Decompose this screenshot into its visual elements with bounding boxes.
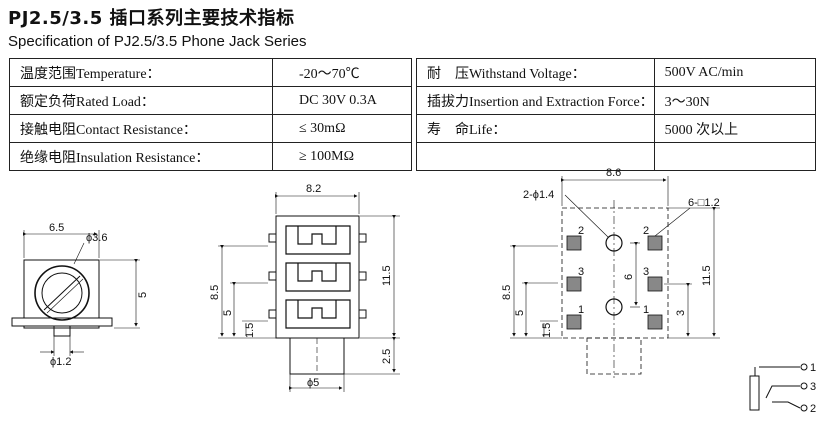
front-width-label: 6.5	[49, 222, 64, 234]
front-height-label: 5	[137, 292, 149, 298]
front-view-drawing	[11, 230, 140, 356]
schematic-pin-label: 2	[810, 403, 816, 415]
front-hole-label: ϕ3.6	[86, 232, 107, 244]
spec-label: 绝缘电阻Insulation Resistance：	[9, 142, 273, 171]
pcb-6-label: 6	[623, 274, 635, 280]
pcb-11-5-label: 11.5	[701, 265, 713, 286]
spec-table: 温度范围Temperature： -20～70℃ 耐 压Withstand Vo…	[9, 58, 816, 171]
spec-label: 额定负荷Rated Load：	[9, 86, 273, 115]
page-title-cn: PJ2.5/3.5 插口系列主要技术指标	[8, 8, 295, 29]
page-title-en: Specification of PJ2.5/3.5 Phone Jack Se…	[8, 33, 307, 50]
pcb-5-label: 5	[514, 310, 526, 316]
table-row: 额定负荷Rated Load： DC 30V 0.3A 插拔力Insertion…	[9, 86, 816, 115]
spec-label: 插拔力Insertion and Extraction Force：	[416, 86, 655, 115]
schematic-pin-label: 1	[810, 362, 816, 374]
pcb-holes-label: 2-ϕ1.4	[523, 189, 554, 201]
pad-label: 1	[578, 304, 584, 316]
spec-label: 温度范围Temperature：	[9, 58, 273, 87]
side-barrel-label: ϕ5	[307, 377, 319, 389]
spec-label: 寿 命Life：	[416, 114, 655, 143]
side-5-label: 5	[222, 310, 234, 316]
pcb-8-5-label: 8.5	[501, 285, 513, 300]
spec-label: 耐 压Withstand Voltage：	[416, 58, 655, 87]
spec-value: ≥ 100MΩ	[272, 142, 412, 171]
spec-value: DC 30V 0.3A	[272, 86, 412, 115]
front-pin-label: ϕ1.2	[50, 356, 71, 368]
side-8-5-label: 8.5	[209, 285, 221, 300]
pad-label: 2	[643, 225, 649, 237]
spec-value	[653, 142, 816, 171]
side-1-5-label: 1.5	[244, 323, 256, 338]
side-11-5-label: 11.5	[381, 265, 393, 286]
pcb-width-label: 8.6	[606, 167, 621, 179]
side-view-drawing	[218, 192, 400, 392]
pcb-3-label: 3	[675, 310, 687, 316]
pcb-1-5-label: 1.5	[541, 323, 553, 338]
table-row: 温度范围Temperature： -20～70℃ 耐 压Withstand Vo…	[9, 58, 816, 87]
pad-label: 2	[578, 225, 584, 237]
pad-label: 3	[643, 266, 649, 278]
pcb-view-drawing	[510, 176, 720, 378]
pcb-pads-label: 6-□1.2	[688, 197, 720, 209]
side-width-label: 8.2	[306, 183, 321, 195]
spec-value: 5000 次以上	[653, 114, 816, 143]
side-2-5-label: 2.5	[381, 349, 393, 364]
jack-schematic	[749, 363, 808, 412]
pad-label: 1	[643, 304, 649, 316]
spec-label: 接触电阻Contact Resistance：	[9, 114, 273, 143]
pad-label: 3	[578, 266, 584, 278]
table-row: 绝缘电阻Insulation Resistance： ≥ 100MΩ	[9, 142, 816, 171]
pcb-pads	[566, 235, 663, 330]
schematic-pin-label: 3	[810, 381, 816, 393]
spec-label	[416, 142, 655, 171]
